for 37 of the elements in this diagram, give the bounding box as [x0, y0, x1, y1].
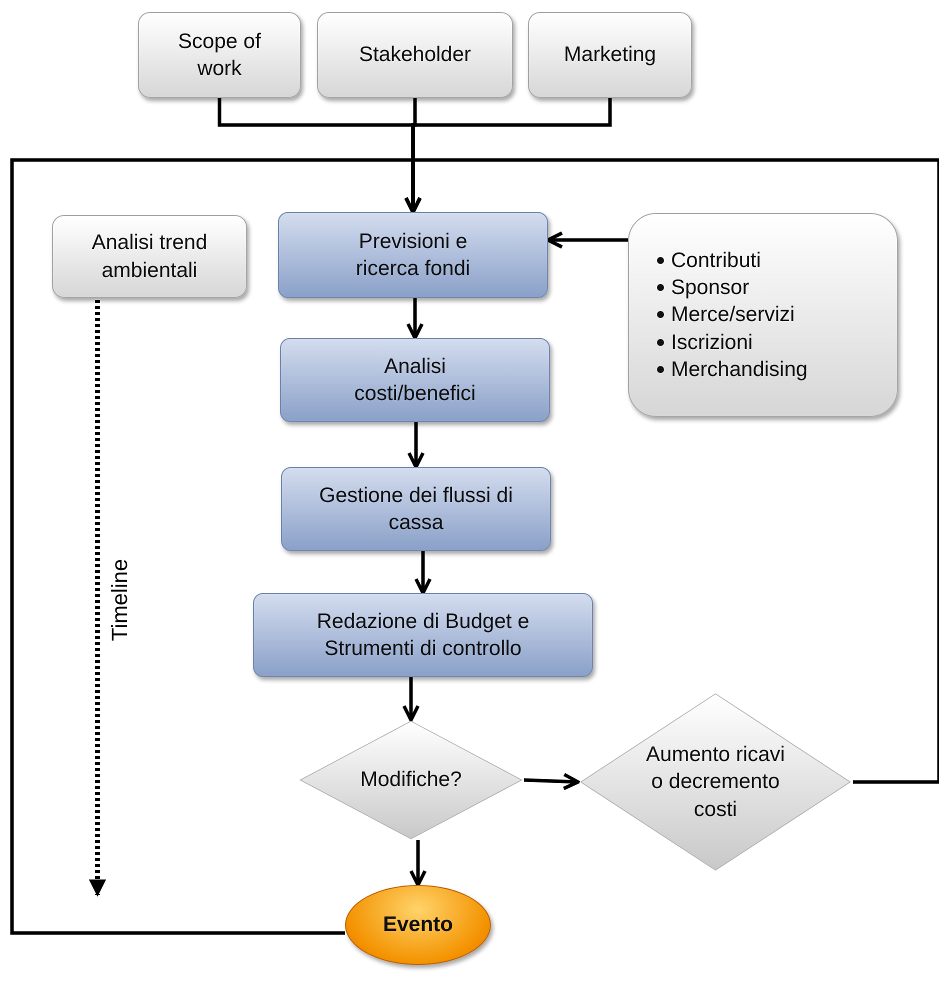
node-text: Modifiche?: [360, 767, 462, 794]
decision-diamond: [578, 692, 853, 872]
decision-diamond: [298, 720, 524, 840]
input-box: [52, 215, 247, 298]
arrow: [409, 840, 427, 887]
arrow: [414, 551, 432, 595]
node-text: Redazione di Budget e Strumenti di controllo: [316, 608, 530, 662]
input-box: [138, 12, 301, 98]
process-box: [278, 212, 548, 298]
arrow: [402, 677, 420, 722]
node-text: Scope of work: [177, 28, 262, 82]
arrow: [407, 422, 425, 469]
arrow: [546, 231, 628, 249]
arrow: [406, 298, 424, 340]
list-item: Contributi: [671, 248, 761, 274]
process-box: [280, 338, 550, 422]
node-text: Previsioni e ricerca fondi: [354, 228, 472, 282]
process-box: [281, 467, 551, 551]
timeline-label: Timeline: [107, 558, 134, 642]
node-text: Marketing: [564, 42, 656, 68]
node-text: Aumento ricavi o decremento costi: [646, 742, 786, 823]
process-box: [253, 593, 593, 677]
input-box: [317, 12, 513, 98]
arrow: [404, 158, 939, 784]
node-text: Analisi trend ambientali: [90, 230, 208, 284]
node-text: Stakeholder: [358, 42, 472, 68]
list-item: Merchandising: [671, 356, 808, 383]
input-box: [528, 12, 692, 98]
list-box: [628, 213, 898, 417]
list-item: Iscrizioni: [671, 330, 753, 356]
node-text: Gestione dei flussi di cassa: [318, 482, 514, 536]
node-text: Evento: [382, 912, 453, 938]
arrow: [524, 772, 580, 790]
list-item: Merce/servizi: [671, 302, 795, 328]
node-text: Analisi costi/benefici: [353, 354, 477, 407]
dotted-arrow: [88, 300, 106, 897]
list-item: Sponsor: [671, 275, 750, 302]
